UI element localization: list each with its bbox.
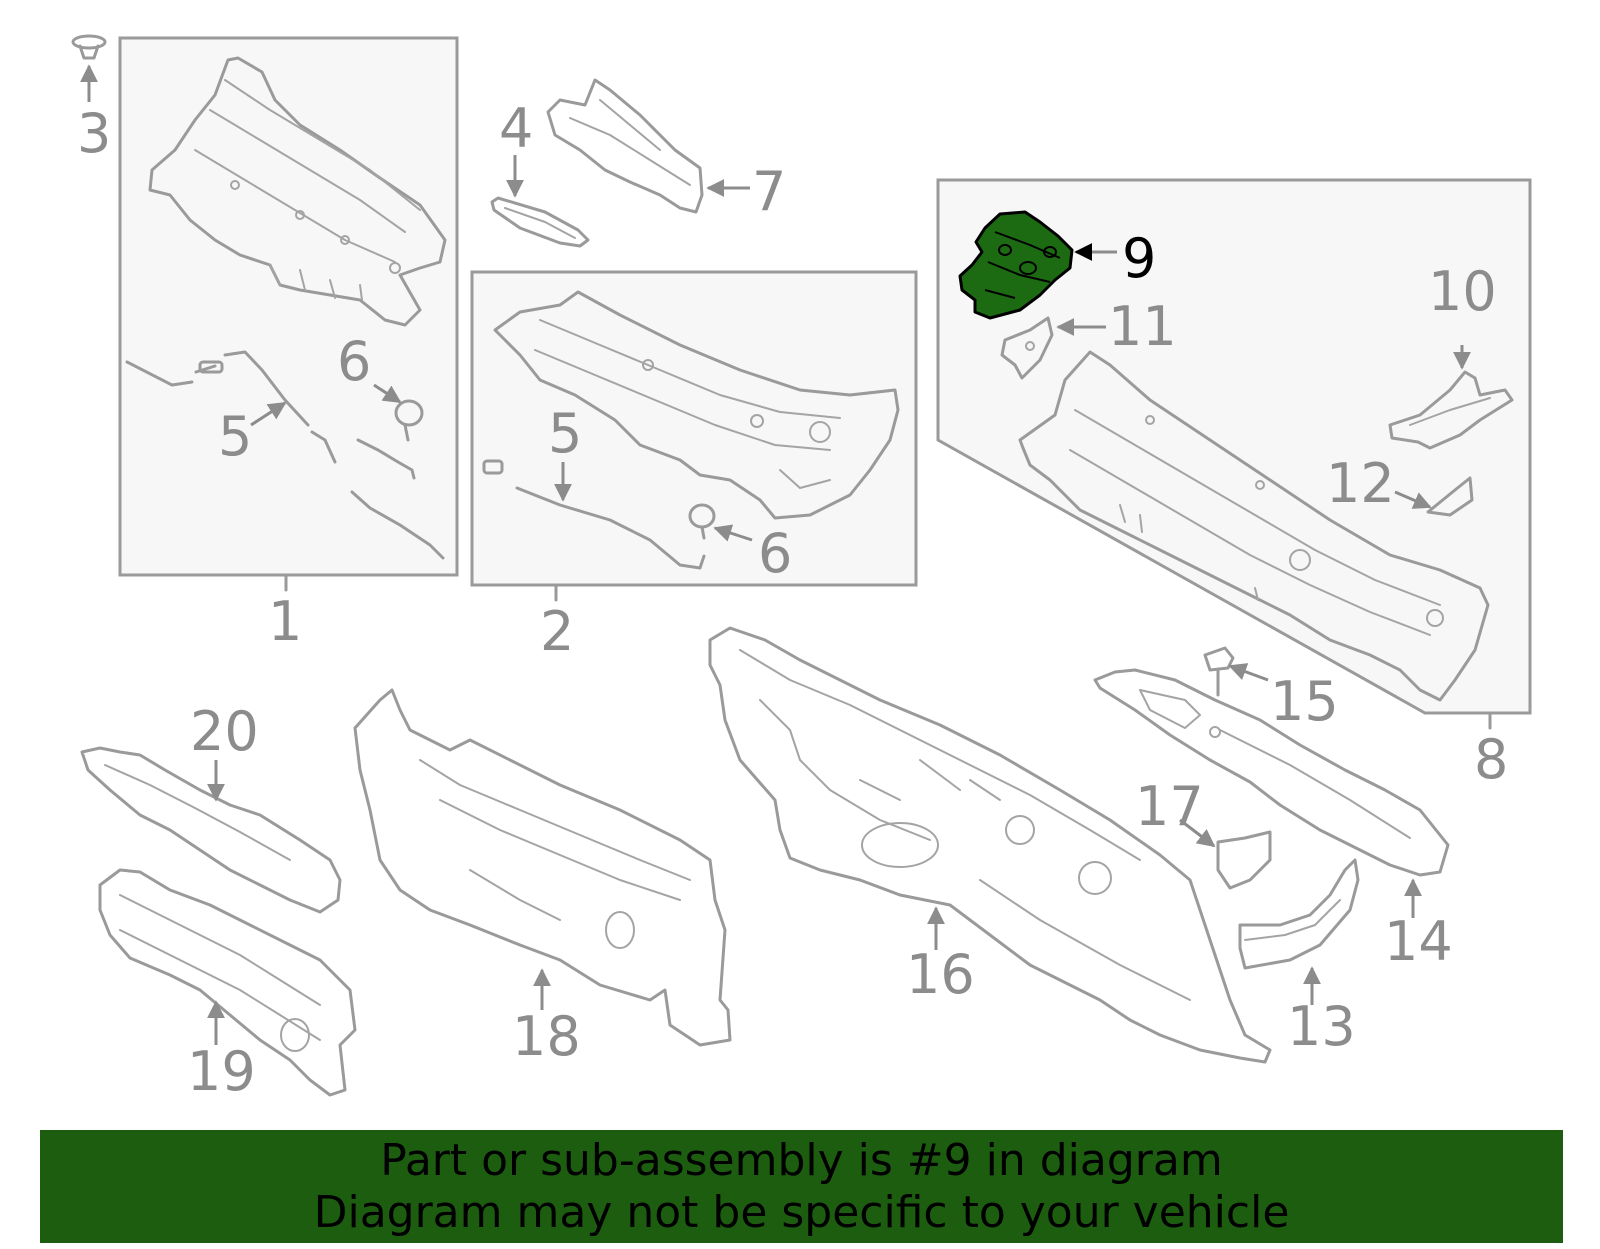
cowl-panel-assembly-1 [148,56,447,327]
insulator-19 [98,868,357,1097]
callout-15: 15 [1270,670,1339,733]
callout-9: 9 [1122,227,1156,290]
cowl-panel-assembly-2 [493,290,900,520]
insulator-18 [353,688,732,1047]
dash-panel-16 [708,626,1272,1064]
callout-13: 13 [1287,995,1356,1058]
callout-1: 1 [268,590,302,653]
insulator-20 [80,746,342,914]
callout-17: 17 [1135,775,1204,838]
bracket-12 [1426,476,1474,517]
callout-11: 11 [1108,295,1177,358]
highlighted-bracket-9 [958,210,1074,320]
bracket-4 [490,196,590,248]
member-13 [1238,858,1360,970]
callout-6b: 6 [758,522,792,585]
callout-4: 4 [499,97,533,160]
hose-5a [125,350,337,464]
nozzle-6b [688,503,716,540]
assembly-box-2 [470,270,918,602]
callout-10: 10 [1428,260,1497,323]
callout-labels: 3 4 7 6 5 1 5 6 2 9 10 11 12 8 15 20 17 … [77,97,1508,1103]
hose-5b [482,459,706,570]
bracket-11 [1000,316,1054,380]
cowl-top-panel-8 [1018,350,1490,702]
callout-5b: 5 [548,402,582,465]
assembly-box-1 [118,36,459,592]
callout-5a: 5 [218,405,252,468]
callout-7: 7 [752,160,786,223]
callout-14: 14 [1384,910,1453,973]
bracket-17 [1216,830,1272,890]
callout-12: 12 [1326,452,1395,515]
callout-8: 8 [1474,728,1508,791]
callout-2: 2 [540,600,574,663]
callout-16: 16 [906,943,975,1006]
clip-3 [71,34,107,60]
nozzle-6a [350,399,445,560]
callout-3: 3 [77,102,111,165]
callout-19: 19 [187,1040,256,1103]
bracket-10 [1388,370,1514,450]
callout-6a: 6 [337,330,371,393]
notice-banner: Part or sub-assembly is #9 in diagram Di… [40,1130,1563,1243]
bolt-15 [1203,646,1235,697]
leader-arrows [80,64,1471,1045]
assembly-box-8 [936,178,1532,730]
banner-line-2: Diagram may not be specific to your vehi… [313,1186,1290,1238]
callout-20: 20 [190,700,259,763]
panel-7 [546,78,704,214]
callout-18: 18 [512,1005,581,1068]
banner-line-1: Part or sub-assembly is #9 in diagram [380,1134,1223,1186]
member-14 [1093,668,1450,877]
